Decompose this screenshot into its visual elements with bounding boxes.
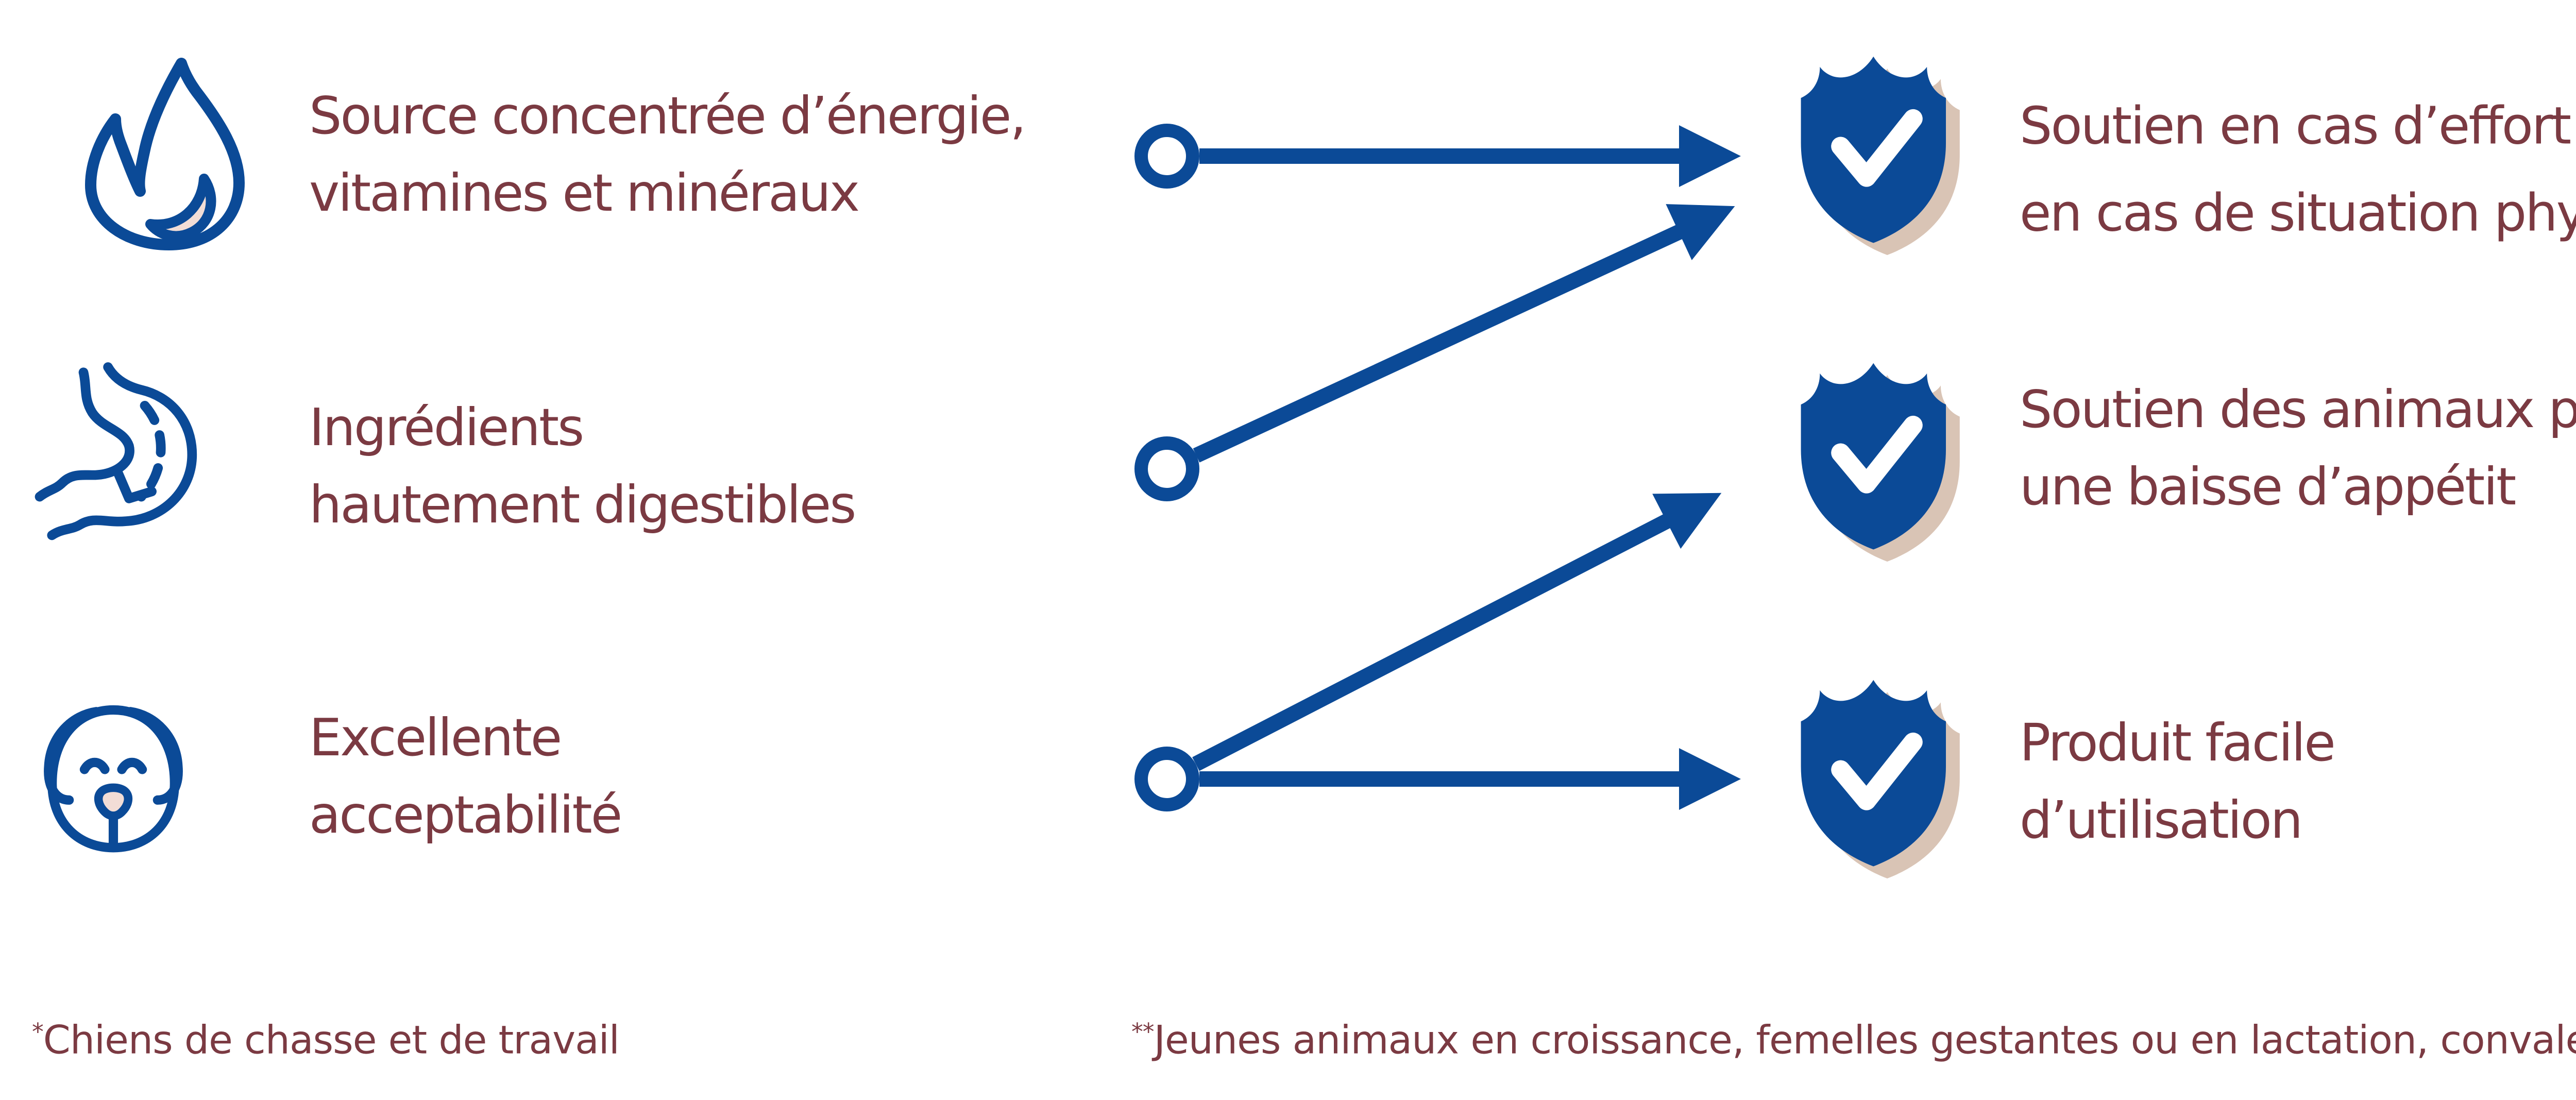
benefit-text-easyuse-line1: Produit facile	[2020, 713, 2336, 773]
benefit-text-effort-line1-main: Soutien en cas d’effort physique intense	[2020, 95, 2576, 156]
origin-dot-1	[1134, 124, 1199, 189]
feature-text-acceptability: Excellente acceptabilité	[309, 699, 622, 854]
benefit-text-appetite: Soutien des animaux présentant une baiss…	[2020, 371, 2576, 526]
benefit-text-effort-line2-main: en cas de situation physiologique partic…	[2020, 182, 2576, 243]
stomach-icon	[31, 362, 206, 546]
benefit-text-appetite-line1: Soutien des animaux présentant	[2020, 379, 2576, 439]
check-icon	[1831, 415, 1923, 494]
benefit-text-easyuse-line2: d’utilisation	[2020, 790, 2303, 850]
feature-text-energy: Source concentrée d’énergie, vitamines e…	[309, 77, 1026, 232]
feature-text-digestible-line2: hautement digestibles	[309, 475, 856, 535]
shield-check-icon	[1787, 360, 1967, 562]
feature-text-digestible: Ingrédients hautement digestibles	[309, 389, 856, 544]
check-icon	[1831, 109, 1923, 187]
shield-check-icon	[1787, 676, 1967, 878]
feature-text-energy-line2: vitamines et minéraux	[309, 163, 860, 223]
benefit-text-appetite-line2: une baisse d’appétit	[2020, 456, 2516, 517]
footnote-young-animals: **Jeunes animaux en croissance, femelles…	[1131, 1006, 2576, 1065]
benefit-text-easyuse: Produit facile d’utilisation	[2020, 704, 2336, 859]
origin-dot-2	[1134, 436, 1199, 501]
feature-text-digestible-line1: Ingrédients	[309, 397, 584, 458]
feature-text-acceptability-line2: acceptabilité	[309, 785, 622, 845]
shield-check-icon	[1787, 53, 1967, 255]
flame-icon	[72, 58, 278, 253]
benefit-text-effort: Soutien en cas d’effort physique intense…	[2020, 77, 2576, 252]
arrow-digestible-to-effort	[1193, 204, 1735, 463]
feature-text-energy-line1: Source concentrée d’énergie,	[309, 86, 1026, 146]
benefit-text-effort-line1: Soutien en cas d’effort physique intense…	[2020, 77, 2576, 164]
footnote-young-animals-text: Jeunes animaux en croissance, femelles g…	[1154, 1017, 2576, 1063]
double-asterisk-superscript: **	[1131, 1018, 1155, 1045]
dog-icon	[28, 689, 198, 861]
benefit-text-effort-line2: en cas de situation physiologique partic…	[2020, 164, 2576, 251]
check-icon	[1831, 732, 1923, 810]
footnote-hunting-dogs: *Chiens de chasse et de travail	[32, 1006, 620, 1065]
origin-dot-3	[1134, 747, 1199, 811]
arrow-acceptability-to-appetite	[1192, 493, 1722, 771]
asterisk-superscript: *	[32, 1018, 44, 1045]
feature-text-acceptability-line1: Excellente	[309, 707, 562, 768]
footnote-hunting-dogs-text: Chiens de chasse et de travail	[43, 1017, 620, 1063]
